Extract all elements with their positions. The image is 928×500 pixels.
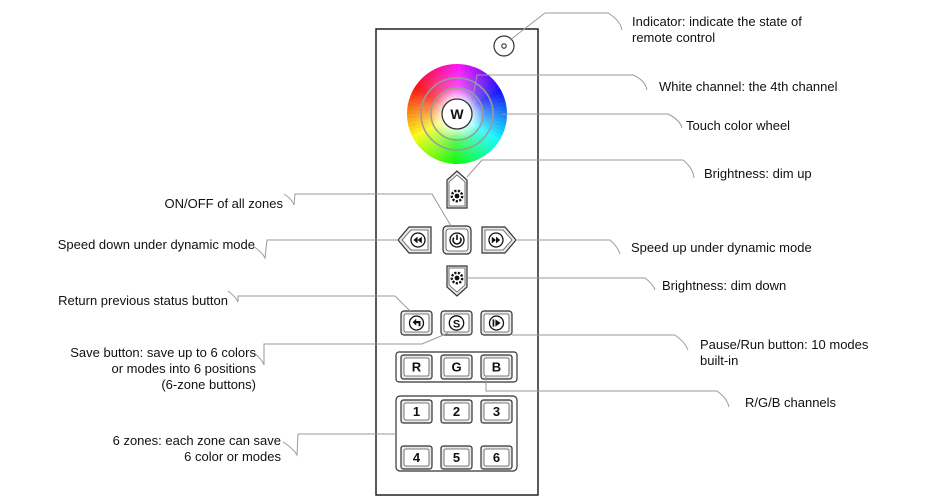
color-wheel-callout: [502, 113, 683, 129]
save-label: Save button: save up to 6 colors or mode…: [70, 345, 256, 393]
dim-down-label: Brightness: dim down: [662, 278, 787, 293]
pause-run-label-line2: built-in: [700, 353, 739, 368]
indicator-label: Indicator: indicate the state of remote …: [632, 14, 802, 46]
return-callout: [227, 290, 411, 312]
channel-key-r[interactable]: R: [400, 354, 433, 380]
pause-run-label-line1: Pause/Run button: 10 modes: [700, 337, 869, 352]
channel-key-b[interactable]: B: [480, 354, 513, 380]
zones-callout: [282, 433, 396, 457]
channel-key-g[interactable]: G: [440, 354, 473, 380]
zone-key-3-label: 3: [493, 404, 500, 419]
channel-key-b-label: B: [492, 360, 501, 375]
indicator-label-line2: remote control: [632, 30, 716, 45]
save-key-label: S: [453, 319, 460, 331]
white-channel-label: White channel: the 4th channel: [659, 79, 838, 94]
return-button[interactable]: [400, 310, 433, 336]
white-key-label: W: [450, 106, 464, 122]
white-channel-button[interactable]: W: [441, 98, 473, 130]
rgb-channels-label: R/G/B channels: [745, 395, 837, 410]
save-label-line3: (6-zone buttons): [161, 377, 256, 392]
save-label-line1: Save button: save up to 6 colors: [70, 345, 256, 360]
dim-up-callout: [466, 159, 695, 179]
dim-up-button[interactable]: [446, 170, 468, 209]
zone-key-1-label: 1: [413, 404, 420, 419]
indicator-led-icon: [493, 35, 515, 57]
indicator-label-line1: Indicator: indicate the state of: [632, 14, 802, 29]
speed-up-callout: [516, 239, 621, 255]
pause-run-button[interactable]: [480, 310, 513, 336]
save-button[interactable]: S: [440, 310, 473, 336]
on-off-callout: [283, 193, 452, 227]
fast-forward-icon: [488, 232, 504, 248]
white-channel-callout: [471, 74, 648, 102]
zone-key-6-label: 6: [493, 450, 500, 465]
speed-down-label: Speed down under dynamic mode: [57, 237, 255, 252]
speed-down-callout: [252, 239, 398, 260]
return-arrow-icon: [408, 315, 425, 331]
zones-label-line2: 6 color or modes: [184, 449, 281, 464]
indicator-callout: [509, 12, 623, 41]
zone-key-4[interactable]: 4: [400, 445, 433, 470]
pause-run-label: Pause/Run button: 10 modes built-in: [700, 337, 868, 369]
rewind-icon: [410, 232, 426, 248]
rgb-callout: [485, 376, 730, 408]
zone-key-4-label: 4: [413, 450, 421, 465]
channel-key-r-label: R: [412, 360, 422, 375]
zones-label-line1: 6 zones: each zone can save: [112, 433, 281, 448]
gear-sun-icon: [450, 189, 464, 203]
save-label-line2: or modes into 6 positions: [111, 361, 256, 376]
zone-key-5[interactable]: 5: [440, 445, 473, 470]
save-callout: [253, 332, 449, 366]
zone-key-1[interactable]: 1: [400, 399, 433, 424]
play-pause-icon: [488, 315, 505, 331]
zone-key-2-label: 2: [453, 404, 460, 419]
return-prev-label: Return previous status button: [58, 293, 228, 308]
channel-key-g-label: G: [451, 360, 461, 375]
zones-label: 6 zones: each zone can save 6 color or m…: [113, 433, 281, 465]
color-wheel-label: Touch color wheel: [686, 118, 791, 133]
pause-run-callout: [512, 334, 689, 351]
dim-down-button[interactable]: [446, 265, 468, 297]
speed-up-button[interactable]: [481, 226, 517, 254]
power-icon: [449, 232, 465, 248]
zone-key-5-label: 5: [453, 450, 460, 465]
zone-key-2[interactable]: 2: [440, 399, 473, 424]
on-off-label: ON/OFF of all zones: [164, 196, 283, 211]
power-button[interactable]: [442, 225, 472, 255]
dim-up-label: Brightness: dim up: [704, 166, 812, 181]
dim-down-callout: [467, 277, 656, 291]
callout-lines: [227, 12, 730, 457]
zone-key-6[interactable]: 6: [480, 445, 513, 470]
speed-down-button[interactable]: [397, 226, 432, 254]
zone-key-3[interactable]: 3: [480, 399, 513, 424]
gear-sun-icon: [450, 271, 464, 285]
speed-up-label: Speed up under dynamic mode: [631, 240, 812, 255]
